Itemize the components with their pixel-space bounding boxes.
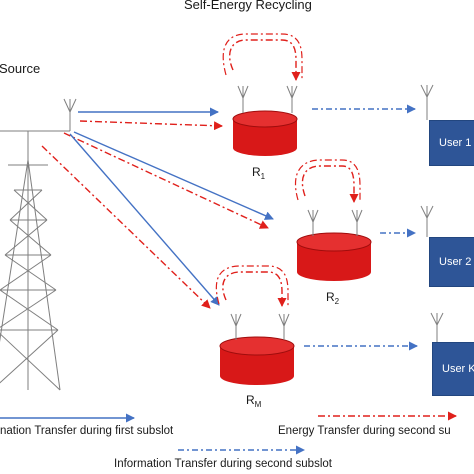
user-1-label: User 1 — [439, 137, 472, 149]
self-energy-loop-rm — [222, 271, 287, 307]
source-antenna-icon — [63, 98, 77, 113]
legend-info-second-label: Information Transfer during second subsl… — [114, 458, 332, 470]
user-2-label: User 2 — [439, 256, 472, 268]
legend-info-first-label: nation Transfer during first subslot — [0, 425, 174, 437]
user-k-label: User K — [442, 363, 474, 375]
relay-r1-label: R1 — [252, 165, 266, 181]
energy-arrow-source-r1 — [79, 120, 223, 131]
self-energy-loop-r1 — [228, 39, 301, 81]
relay-r1 — [222, 33, 303, 156]
relay-r2-antenna-icons — [307, 209, 363, 236]
relay-r2 — [294, 159, 372, 281]
energy-arrow-source-rm — [41, 145, 211, 309]
source-tower — [0, 112, 71, 391]
user-k-box: User K — [432, 342, 474, 396]
user-1-box: User 1 — [429, 120, 474, 166]
relay-r2-label: R2 — [326, 290, 340, 306]
relay-rm-label: RM — [246, 393, 262, 409]
diagram-title: Self-Energy Recycling — [184, 0, 312, 12]
info-arrow-source-r2 — [73, 131, 274, 220]
info-arrow-source-rm — [69, 133, 220, 306]
user-2-box: User 2 — [429, 237, 474, 287]
relay-rm-antenna-icons — [230, 313, 290, 340]
relay-r1-antenna-icons — [237, 85, 298, 113]
relay-rm — [215, 265, 295, 385]
source-label: Source — [0, 61, 41, 76]
legend-energy-label: Energy Transfer during second su — [278, 425, 451, 437]
user-antenna-icons — [420, 84, 444, 342]
self-energy-loop-r2 — [301, 165, 359, 203]
